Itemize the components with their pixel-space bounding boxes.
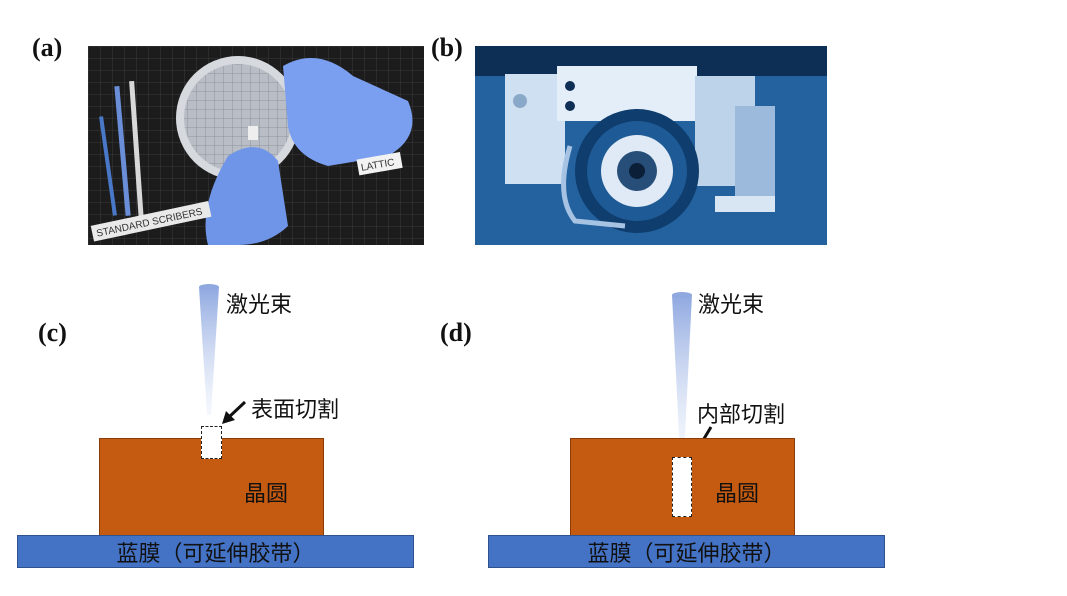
beam-label-c: 激光束 (226, 293, 293, 318)
scriber-tools (99, 80, 144, 221)
photo-mechanical-scribing: STANDARD SCRIBERS LATTIC (88, 46, 424, 245)
dicing-tape-d: 蓝膜（可延伸胶带） (488, 535, 885, 568)
wafer-label-d: 晶圆 (715, 482, 760, 507)
internal-cut-region (672, 457, 692, 517)
glove-left (205, 147, 288, 245)
cut-label-c: 表面切割 (251, 398, 340, 423)
photo-blade-dicing (475, 46, 827, 245)
panel-label-c: (c) (38, 318, 67, 347)
beam-label-d: 激光束 (698, 293, 765, 318)
cut-label-d: 内部切割 (697, 403, 786, 428)
photo-a-illustration: STANDARD SCRIBERS LATTIC (88, 46, 424, 245)
glove-right (283, 58, 413, 166)
laser-beam-d (672, 295, 692, 455)
wafer-label-c: 晶圆 (244, 482, 289, 507)
laser-beam-c (199, 287, 219, 415)
arrow-surface-cut (222, 400, 247, 424)
panel-label-a: (a) (32, 33, 63, 62)
dicing-tape-c: 蓝膜（可延伸胶带） (17, 535, 414, 568)
photo-b-illustration (475, 46, 827, 245)
panel-label-d: (d) (440, 318, 472, 347)
panel-label-b: (b) (431, 33, 463, 62)
surface-cut-groove (201, 426, 222, 459)
